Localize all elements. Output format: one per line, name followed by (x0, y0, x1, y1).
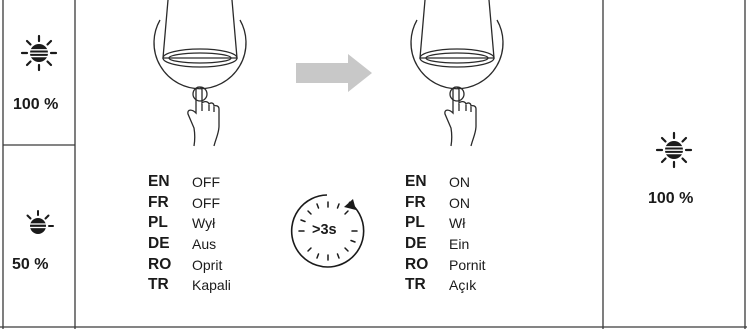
stopwatch-icon (290, 194, 365, 268)
lang-row: DE Ein (405, 234, 486, 255)
sun-half-icon (26, 210, 54, 234)
lang-word: OFF (192, 194, 220, 211)
lang-row: RO Oprit (148, 254, 231, 275)
lang-code: DE (405, 235, 427, 253)
level-left-bottom: 50 % (12, 256, 49, 273)
finger-press-icon-2 (444, 86, 477, 147)
timer-label: >3s (312, 222, 337, 238)
lang-word: Wł (449, 215, 466, 232)
finger-press-icon (187, 86, 220, 147)
lang-word: Açık (449, 277, 477, 294)
lang-row: PL Wł (405, 213, 486, 234)
lang-code: DE (148, 235, 170, 253)
level-left-top: 100 % (13, 96, 59, 113)
lang-row: TR Açık (405, 275, 486, 296)
lang-row: PL Wył (148, 213, 231, 234)
lang-word: Kapali (192, 277, 231, 294)
lang-code: TR (405, 276, 426, 294)
lang-code: FR (148, 193, 169, 211)
lang-word: Pornit (449, 256, 486, 273)
lang-row: EN ON (405, 172, 486, 193)
lang-code: PL (148, 214, 168, 232)
lang-word: ON (449, 174, 470, 191)
lang-word: ON (449, 194, 470, 211)
wall-lamp-icon-on (410, 0, 504, 147)
lang-code: RO (148, 255, 172, 273)
lang-word: Ein (449, 236, 470, 253)
lang-row: FR OFF (148, 193, 231, 214)
sun-full-icon-right (655, 131, 693, 169)
lang-row: EN OFF (148, 172, 231, 193)
wall-lamp-icon (153, 0, 247, 147)
lang-word: Wył (192, 215, 216, 232)
lang-code: EN (148, 173, 170, 191)
lang-code: EN (405, 173, 427, 191)
lang-code: RO (405, 255, 429, 273)
lang-row: DE Aus (148, 234, 231, 255)
lang-row: FR ON (405, 193, 486, 214)
lang-word: OFF (192, 174, 220, 191)
level-right: 100 % (648, 190, 694, 207)
lang-word: Oprit (192, 256, 223, 273)
sun-full-icon (20, 34, 58, 72)
lang-row: TR Kapali (148, 275, 231, 296)
arrow-right-icon (296, 54, 372, 92)
lang-code: TR (148, 276, 169, 294)
lang-code: PL (405, 214, 425, 232)
lang-word: Aus (192, 236, 217, 253)
lang-code: FR (405, 193, 426, 211)
lang-row: RO Pornit (405, 254, 486, 275)
